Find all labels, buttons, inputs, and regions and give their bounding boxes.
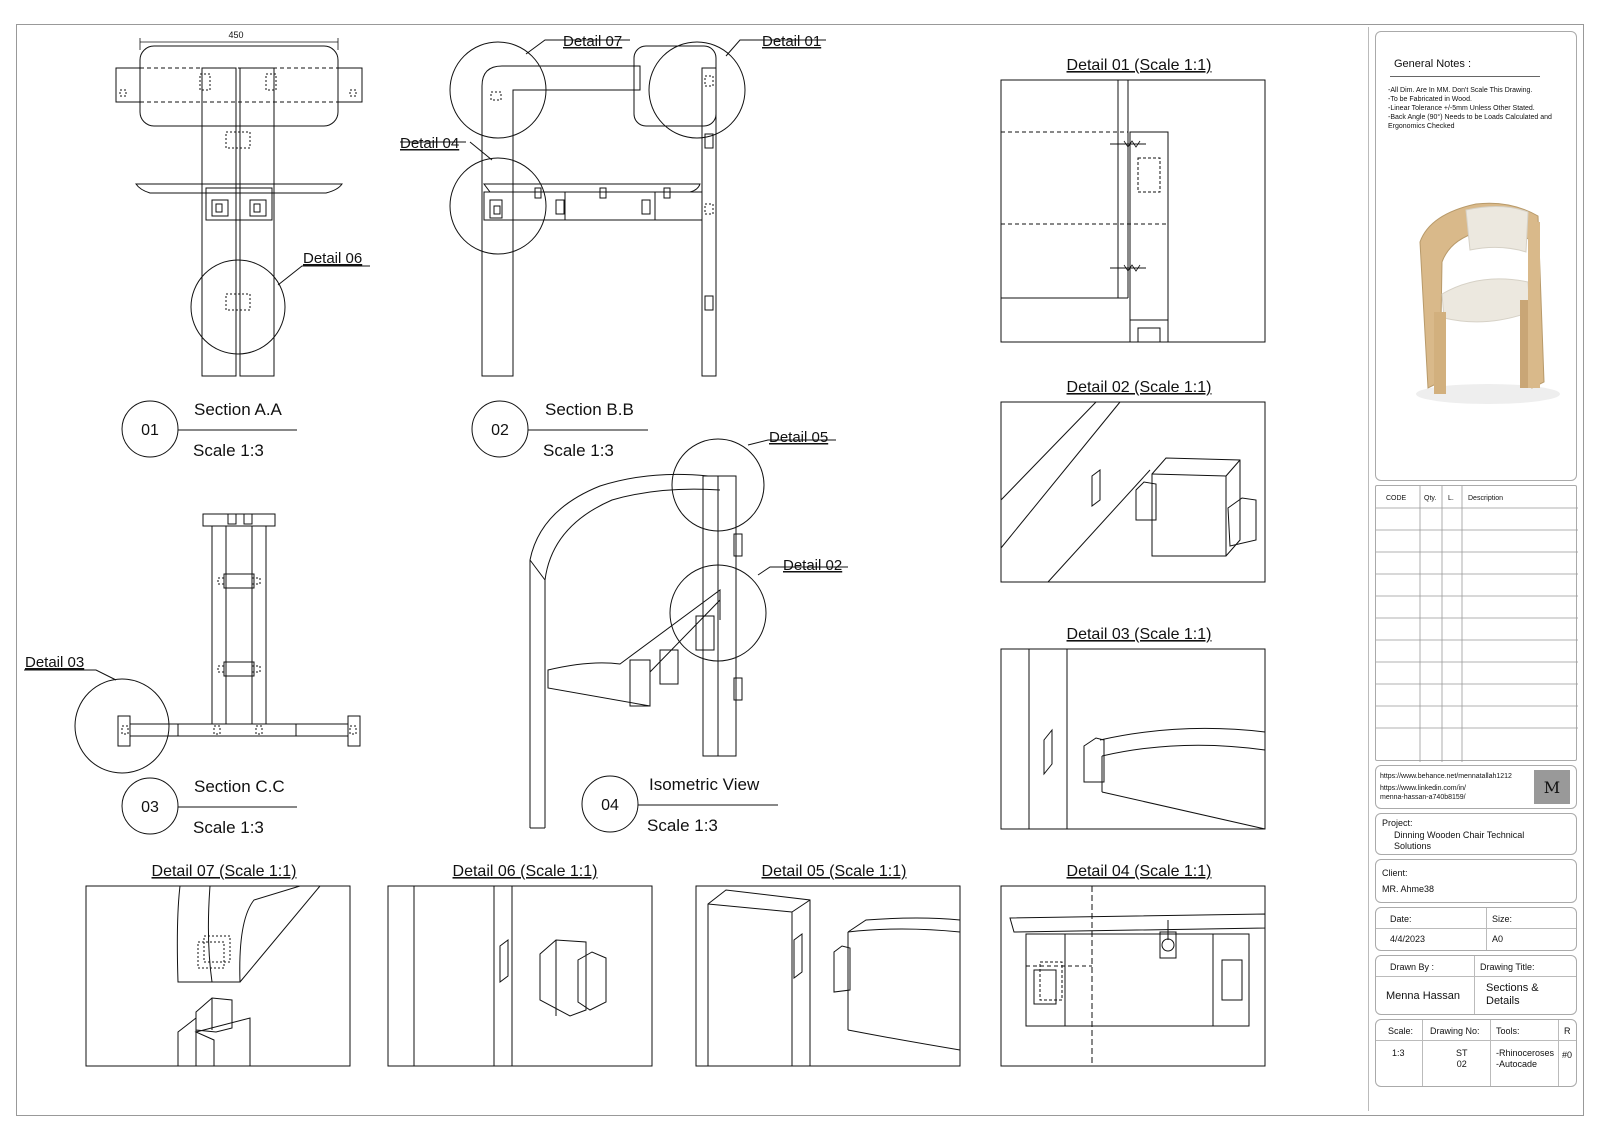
table-header-l: L. bbox=[1448, 495, 1454, 502]
isometric-scale: Scale 1:3 bbox=[647, 816, 718, 835]
tool-line: -Autocade bbox=[1496, 1059, 1538, 1069]
client-panel: Client: MR. Ahme38 bbox=[1375, 859, 1577, 903]
section-aa-dimension: 450 bbox=[228, 30, 243, 40]
section-aa-scale: Scale 1:3 bbox=[193, 441, 264, 460]
detail-05-frame bbox=[695, 885, 961, 1067]
note-line: -All Dim. Are In MM. Don't Scale This Dr… bbox=[1388, 87, 1533, 94]
drawing-no-label: Drawing No: bbox=[1430, 1026, 1480, 1036]
detail-06-drawing bbox=[413, 886, 607, 1066]
linkedin-link-cont[interactable]: menna-hassan-a740b8159/ bbox=[1380, 794, 1466, 801]
callout-detail-02: Detail 02 bbox=[783, 557, 842, 574]
note-line: Ergonomics Checked bbox=[1388, 123, 1455, 130]
rev-label: R bbox=[1564, 1026, 1571, 1036]
client-value: MR. Ahme38 bbox=[1382, 884, 1435, 894]
linkedin-link[interactable]: https://www.linkedin.com/in/ bbox=[1380, 785, 1466, 792]
callout-detail-01: Detail 01 bbox=[762, 33, 821, 50]
section-bb-number: 02 bbox=[491, 422, 509, 439]
scale-label: Scale: bbox=[1388, 1026, 1414, 1036]
scale-panel: Scale: 1:3 Drawing No: ST 02 Tools: -Rhi… bbox=[1375, 1019, 1577, 1087]
logo-letter: M bbox=[1543, 777, 1561, 797]
general-notes-title: General Notes : bbox=[1394, 58, 1472, 70]
detail-04-title: Detail 04 (Scale 1:1) bbox=[1067, 863, 1212, 880]
isometric-number: 04 bbox=[601, 797, 619, 814]
detail-02-drawing bbox=[1000, 401, 1257, 583]
chair-render-image bbox=[1416, 202, 1560, 404]
date-value: 4/4/2023 bbox=[1390, 934, 1426, 944]
tools-value: -Rhinoceroses -Autocade bbox=[1496, 1048, 1554, 1070]
tools-label: Tools: bbox=[1496, 1026, 1520, 1036]
table-header-qty: Qty. bbox=[1424, 495, 1437, 502]
scale-value: 1:3 bbox=[1392, 1048, 1405, 1058]
drawn-by-label: Drawn By : bbox=[1390, 962, 1435, 972]
section-bb-drawing bbox=[400, 39, 826, 377]
detail-05-title: Detail 05 (Scale 1:1) bbox=[762, 863, 907, 880]
size-value: A0 bbox=[1492, 934, 1504, 944]
section-cc-title: Section C.C bbox=[194, 777, 285, 796]
detail-04-drawing bbox=[1009, 886, 1266, 1066]
links-panel: https://www.behance.net/mennatallah1212 … bbox=[1375, 765, 1577, 809]
detail-06-frame bbox=[387, 885, 653, 1067]
behance-link[interactable]: https://www.behance.net/mennatallah1212 bbox=[1380, 773, 1512, 780]
detail-05-drawing bbox=[707, 889, 961, 1067]
detail-07-frame bbox=[85, 885, 351, 1067]
detail-07-drawing bbox=[176, 885, 321, 1067]
detail-03-drawing bbox=[1028, 649, 1266, 830]
note-line: -Back Angle (90°) Needs to be Loads Calc… bbox=[1388, 114, 1552, 121]
client-label: Client: bbox=[1382, 868, 1408, 878]
callout-detail-07: Detail 07 bbox=[563, 33, 622, 50]
parts-table: CODE Qty. L. Description bbox=[1375, 485, 1578, 762]
section-cc-scale: Scale 1:3 bbox=[193, 818, 264, 837]
isometric-drawing bbox=[529, 438, 848, 829]
table-header-code: CODE bbox=[1386, 495, 1407, 502]
section-cc-drawing bbox=[24, 513, 361, 774]
logo: M bbox=[1534, 770, 1570, 804]
section-aa-drawing: 450 bbox=[115, 30, 370, 377]
general-notes-list: -All Dim. Are In MM. Don't Scale This Dr… bbox=[1388, 86, 1574, 131]
project-value: Dinning Wooden Chair Technical Solutions bbox=[1394, 830, 1525, 851]
note-line: -Linear Tolerance +/-5mm Unless Other St… bbox=[1388, 105, 1535, 112]
table-header-description: Description bbox=[1468, 495, 1504, 502]
drawing-title-label: Drawing Title: bbox=[1480, 962, 1535, 972]
drawn-by-panel: Drawn By : Menna Hassan Drawing Title: S… bbox=[1375, 955, 1577, 1015]
drawing-title-value: Sections & Details bbox=[1486, 982, 1539, 1007]
drawn-by-value: Menna Hassan bbox=[1386, 990, 1460, 1002]
callout-detail-05: Detail 05 bbox=[769, 429, 828, 446]
section-aa-number: 01 bbox=[141, 422, 159, 439]
detail-02-frame bbox=[1000, 401, 1266, 583]
callout-detail-04: Detail 04 bbox=[400, 135, 459, 152]
callout-detail-06: Detail 06 bbox=[303, 250, 362, 267]
callout-detail-03: Detail 03 bbox=[25, 654, 84, 671]
detail-03-title: Detail 03 (Scale 1:1) bbox=[1067, 626, 1212, 643]
section-aa-title: Section A.A bbox=[194, 400, 283, 419]
detail-02-title: Detail 02 (Scale 1:1) bbox=[1067, 379, 1212, 396]
note-line: -To be Fabricated in Wood. bbox=[1388, 96, 1472, 103]
section-bb-scale: Scale 1:3 bbox=[543, 441, 614, 460]
drawing-no-line: ST bbox=[1456, 1048, 1468, 1058]
title-block: General Notes : -All Dim. Are In MM. Don… bbox=[1368, 27, 1581, 1111]
size-label: Size: bbox=[1492, 914, 1513, 924]
isometric-title: Isometric View bbox=[649, 775, 760, 794]
drawing-no-value: ST 02 bbox=[1456, 1048, 1468, 1070]
detail-01-drawing bbox=[1001, 80, 1169, 343]
drawing-no-line: 02 bbox=[1456, 1059, 1467, 1069]
project-panel: Project: Dinning Wooden Chair Technical … bbox=[1375, 813, 1577, 855]
detail-06-title: Detail 06 (Scale 1:1) bbox=[453, 863, 598, 880]
section-bb-title: Section B.B bbox=[545, 400, 634, 419]
detail-01-title: Detail 01 (Scale 1:1) bbox=[1067, 57, 1212, 74]
drawing-canvas: 450 Detail 06 01 Section A.A Scale 1:3 bbox=[24, 30, 1266, 1067]
rev-value: #0 bbox=[1562, 1050, 1573, 1060]
tool-line: -Rhinoceroses bbox=[1496, 1048, 1555, 1058]
project-label: Project: bbox=[1382, 818, 1413, 828]
date-label: Date: bbox=[1390, 914, 1412, 924]
detail-03-frame bbox=[1000, 648, 1266, 830]
drawing-sheet-border bbox=[16, 24, 1584, 1116]
detail-01-frame bbox=[1000, 79, 1266, 343]
general-notes-panel: General Notes : -All Dim. Are In MM. Don… bbox=[1375, 31, 1577, 481]
detail-04-frame bbox=[1000, 885, 1266, 1067]
section-cc-number: 03 bbox=[141, 799, 159, 816]
detail-07-title: Detail 07 (Scale 1:1) bbox=[152, 863, 297, 880]
date-size-panel: Date: 4/4/2023 Size: A0 bbox=[1375, 907, 1577, 951]
